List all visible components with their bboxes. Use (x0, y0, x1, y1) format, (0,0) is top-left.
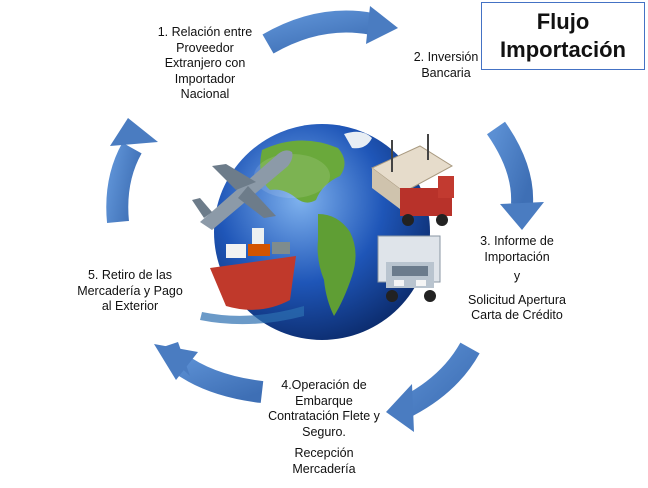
title-box: Flujo Importación (481, 2, 645, 70)
title-line-1: Flujo (536, 9, 590, 34)
step-3-label: 3. Informe de Importación y Solicitud Ap… (468, 234, 566, 322)
flow-arrow-1-to-2 (262, 6, 398, 54)
container-truck-icon (371, 134, 454, 226)
airplane-icon (192, 150, 293, 230)
step-4-label: 4.Operación de Embarque Contratación Fle… (268, 378, 380, 476)
flow-arrow-5-to-1 (106, 118, 158, 224)
flow-arrow-2-to-3 (486, 121, 544, 230)
flow-arrow-3-to-4 (386, 342, 480, 432)
flow-arrow-4-to-5 (154, 342, 264, 403)
step-1-label: 1. Relación entre Proveedor Extranjero c… (157, 25, 253, 101)
title-line-2: Importación (500, 37, 626, 62)
cargo-ship-icon (200, 228, 304, 325)
step-2-label: 2. Inversión Bancaria (413, 50, 479, 80)
truck-icon (377, 235, 441, 302)
step-5-label: 5. Retiro de las Mercadería y Pago al Ex… (77, 268, 183, 313)
